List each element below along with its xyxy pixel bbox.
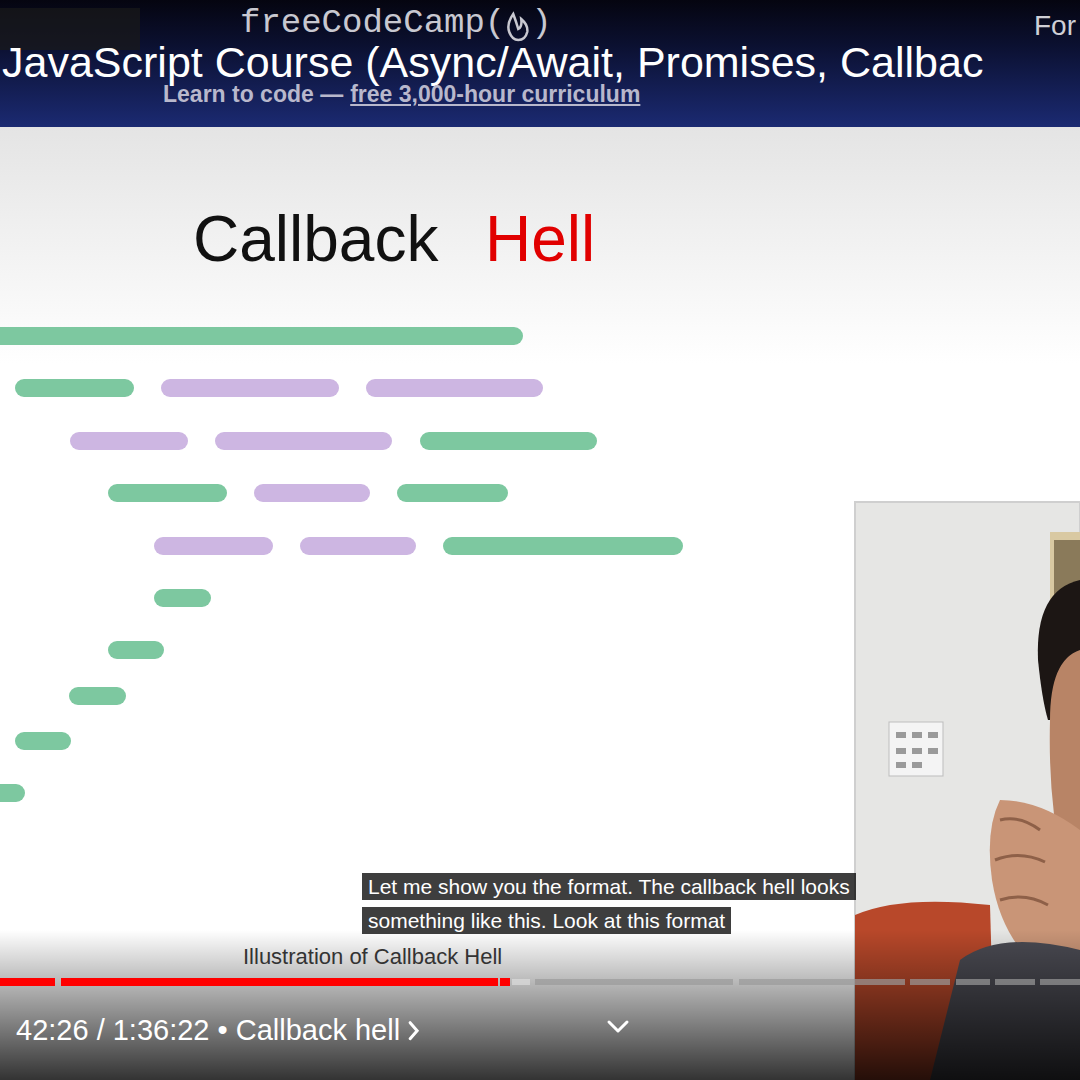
slide-ground	[0, 125, 1080, 1080]
progress-bar	[0, 978, 1080, 986]
site-logo: )	[531, 4, 551, 43]
slide-heading: Hell	[485, 203, 595, 277]
slide-heading: Callback	[193, 203, 438, 277]
expand-chevron	[609, 1022, 627, 1031]
subtitle: Let me show you the format. The callback…	[362, 870, 874, 938]
player-shade	[0, 930, 1080, 1080]
site-tagline: Learn to code —	[163, 81, 343, 107]
chapter-title: • Callback hell	[218, 1014, 401, 1047]
subtitle-text: Let me show you the format. The callback…	[362, 873, 856, 934]
site-logo: freeCodeCamp(	[240, 4, 505, 43]
site-link: free 3,000-hour curriculum	[350, 81, 640, 107]
video-title: JavaScript Course (Async/Await, Promises…	[2, 38, 983, 87]
header-band	[0, 0, 1080, 127]
flame-icon	[508, 14, 527, 40]
nav-link: For	[1034, 10, 1076, 42]
time-display: 42:26 / 1:36:22	[16, 1014, 210, 1047]
slide-caption: Illustration of Callback Hell	[243, 944, 502, 969]
chapter-chevron	[410, 1023, 417, 1039]
callback-bars	[0, 336, 674, 793]
